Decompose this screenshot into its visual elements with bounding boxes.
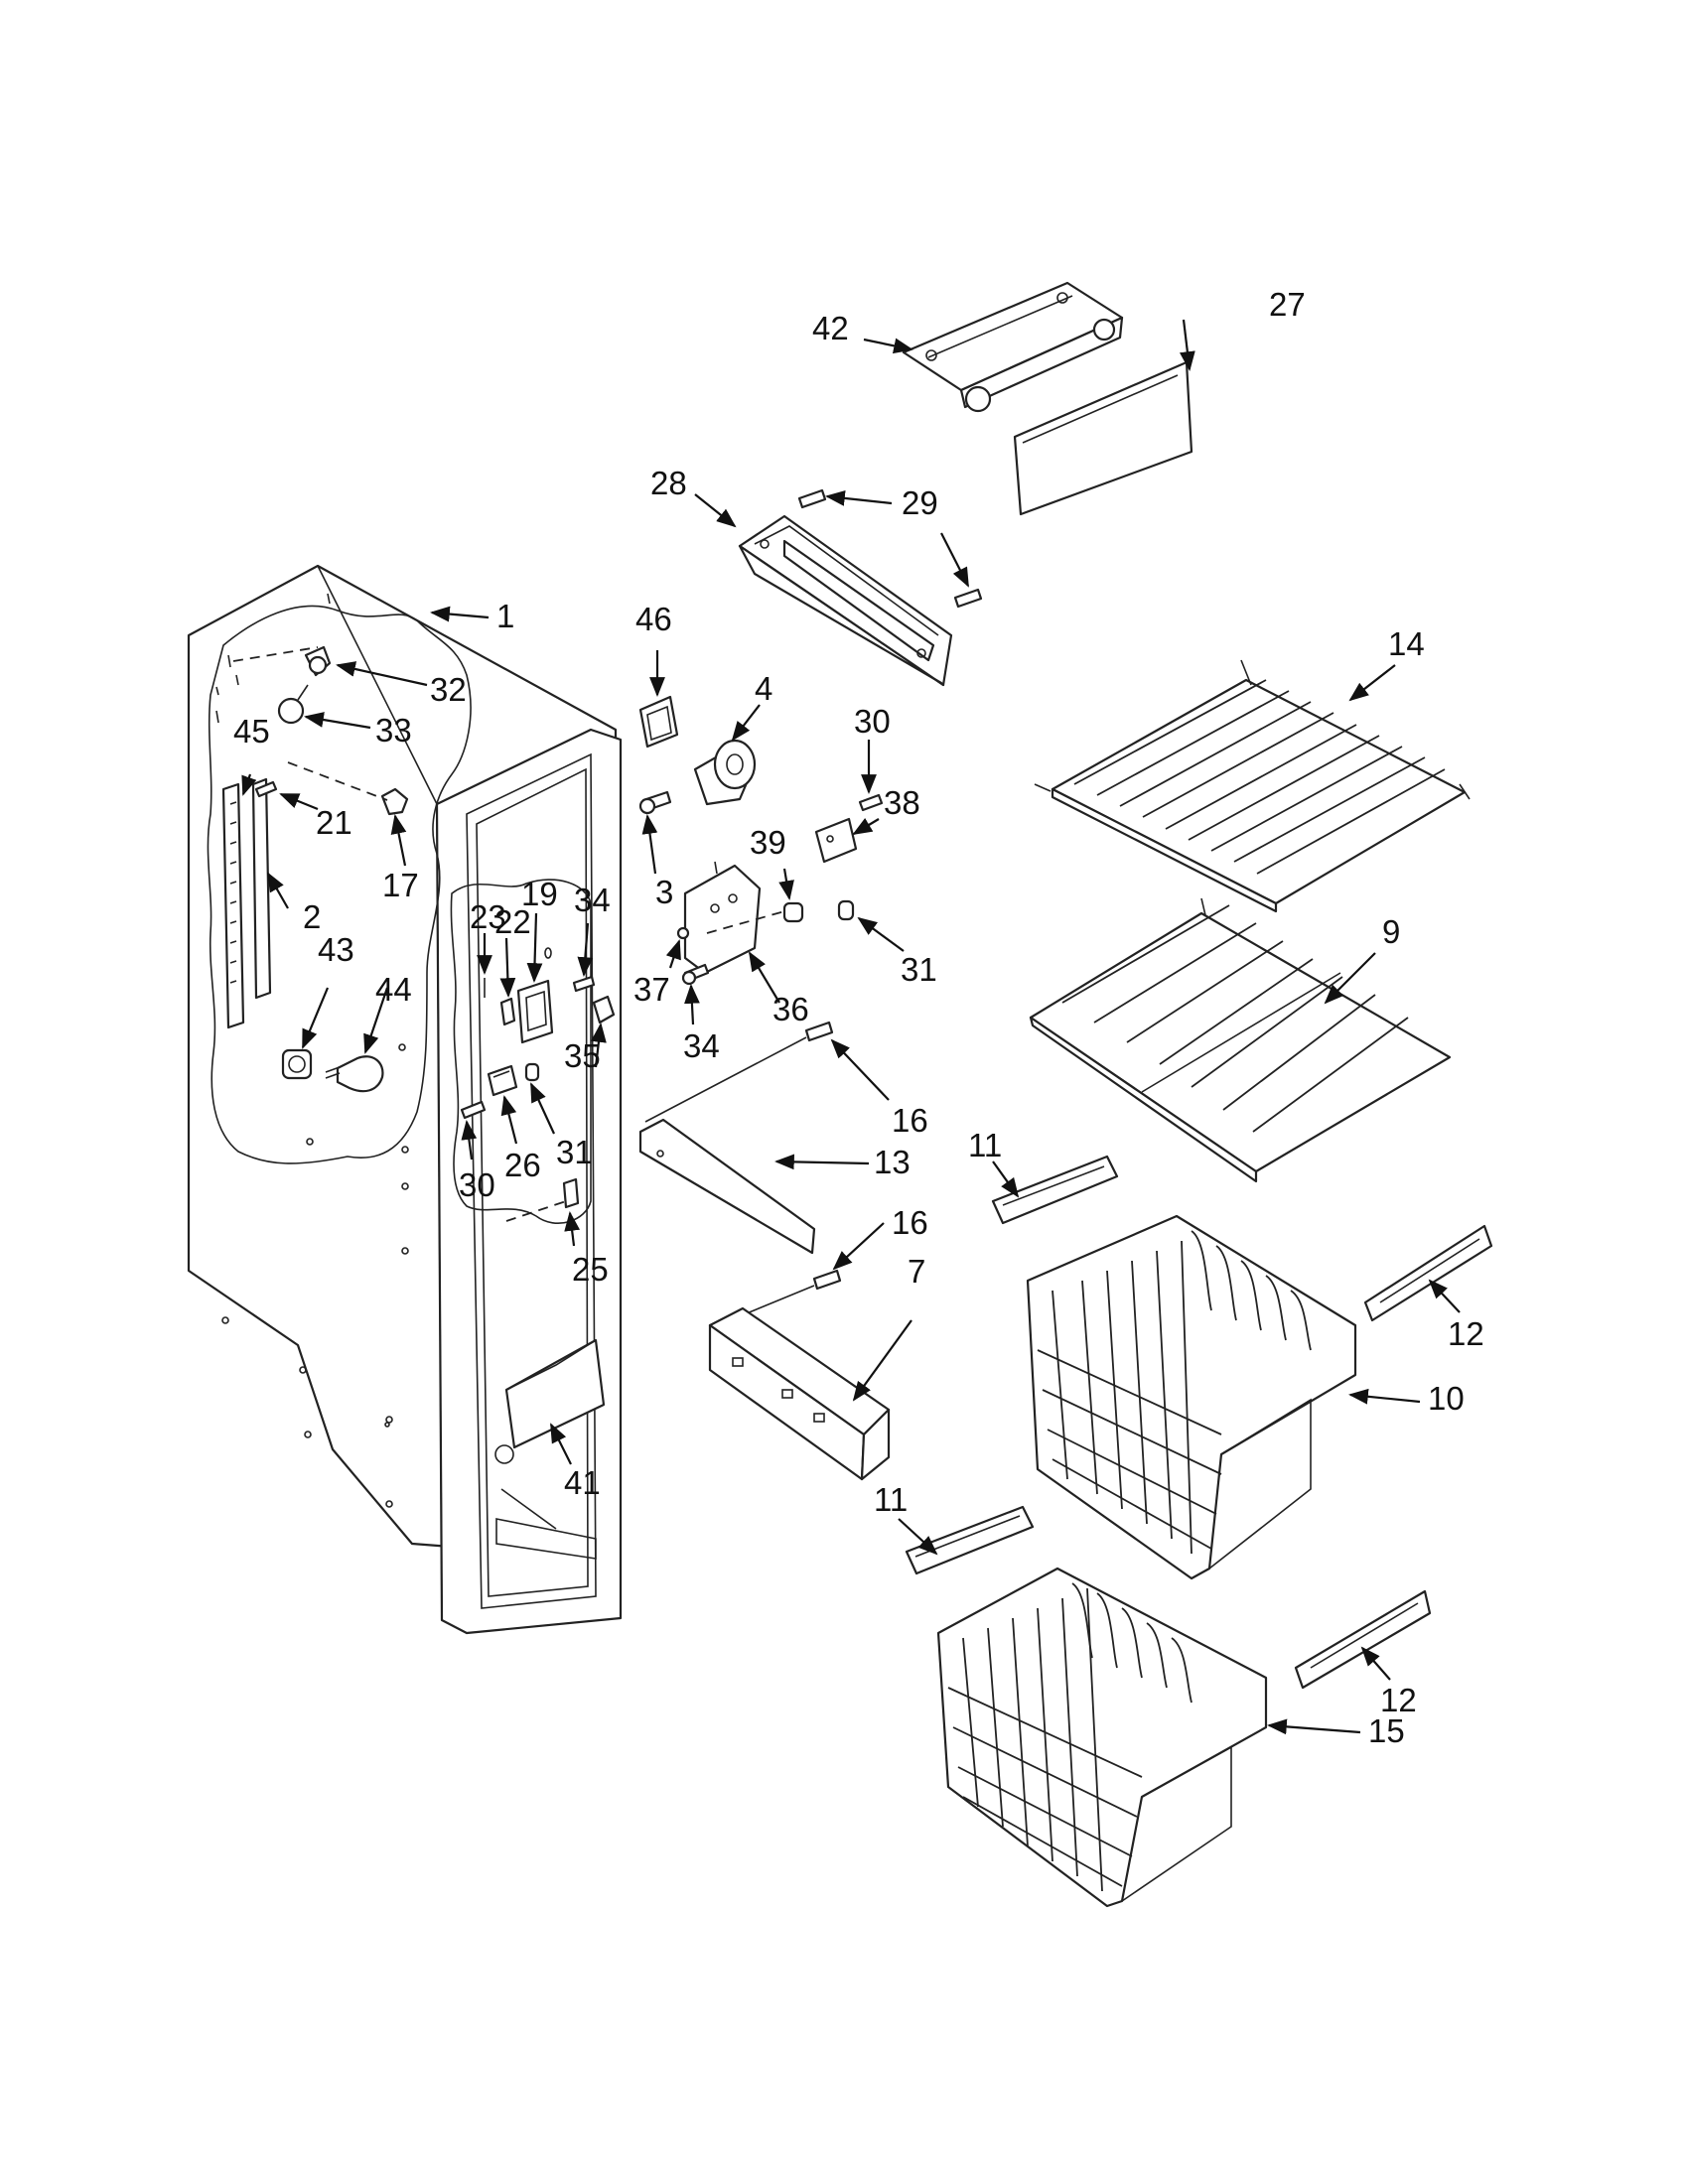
callout-19: 19 (521, 876, 558, 912)
callout-13: 13 (874, 1144, 911, 1180)
part-26 (487, 1064, 518, 1097)
callout-16b: 16 (892, 1204, 928, 1241)
callout-17: 17 (382, 867, 419, 903)
screw-part-34a (572, 975, 596, 993)
light-bulb-part-44 (325, 1055, 384, 1093)
callout-25: 25 (572, 1251, 609, 1288)
callout-46: 46 (635, 601, 672, 637)
bracket-part-13 (638, 1118, 816, 1255)
callout-35: 35 (564, 1037, 601, 1074)
callout-15: 15 (1368, 1712, 1405, 1749)
callout-labels: 1 2 3 4 7 9 10 11 11 12 12 13 14 15 16 1… (233, 286, 1484, 1749)
part-22 (499, 997, 516, 1026)
callout-14: 14 (1388, 625, 1425, 662)
callout-34a: 34 (574, 882, 611, 918)
part-38 (814, 817, 858, 864)
screw-part-29a (797, 488, 827, 509)
callout-9: 9 (1382, 913, 1400, 950)
callout-11a: 11 (968, 1127, 1002, 1163)
callout-10: 10 (1428, 1380, 1465, 1417)
part-46 (638, 695, 679, 749)
callout-37: 37 (633, 971, 670, 1008)
callout-33: 33 (375, 712, 412, 749)
callout-42: 42 (812, 310, 849, 346)
part-31a (524, 1062, 540, 1082)
screw-part-21 (254, 780, 278, 798)
shelf-part-9 (1029, 897, 1452, 1183)
bracket-part-7 (708, 1306, 891, 1481)
screw-part-3 (638, 790, 672, 815)
screw-part-34b (681, 963, 710, 986)
callout-45: 45 (233, 713, 270, 750)
callout-32: 32 (430, 671, 467, 708)
callout-31b: 31 (556, 1134, 593, 1170)
handle-part-12a (1363, 1224, 1493, 1322)
rail-part-11a (991, 1155, 1119, 1225)
callout-30b: 30 (459, 1166, 495, 1203)
callout-1: 1 (496, 598, 514, 634)
screw-part-30a (460, 1100, 487, 1120)
callout-43: 43 (318, 931, 354, 968)
callout-22: 22 (494, 903, 531, 940)
callout-38: 38 (884, 784, 920, 821)
callout-30a: 30 (854, 703, 891, 740)
part-37 (676, 926, 690, 940)
callout-11b: 11 (874, 1481, 908, 1518)
bracket-part-28 (738, 514, 953, 687)
part-31b (837, 899, 855, 921)
callout-21: 21 (316, 804, 352, 841)
screw-part-16b (812, 1269, 842, 1291)
callout-26: 26 (504, 1147, 541, 1183)
bracket-part-17 (380, 787, 409, 816)
wire-basket-part-15 (936, 1567, 1268, 1908)
callout-4: 4 (755, 670, 772, 707)
callout-2: 2 (303, 898, 321, 935)
bulb-part-33 (277, 684, 309, 725)
callout-31a: 31 (901, 951, 937, 988)
panel-part-27 (1013, 360, 1193, 516)
light-socket-part-32 (304, 645, 332, 677)
callout-12b: 12 (1380, 1682, 1417, 1718)
switch-housing-part-19 (516, 947, 554, 1044)
callout-39: 39 (750, 824, 786, 861)
callout-36: 36 (772, 991, 809, 1027)
light-socket-part-43 (281, 1048, 313, 1080)
part-25 (562, 1177, 580, 1209)
rail-part-11b (905, 1505, 1035, 1575)
hinge-part-42 (902, 281, 1124, 413)
part-35 (592, 995, 616, 1024)
plate-part-36 (683, 861, 762, 975)
callout-3: 3 (655, 874, 673, 910)
callout-27: 27 (1269, 286, 1306, 323)
shelf-rail-part-45 (221, 782, 245, 1029)
callout-41: 41 (564, 1464, 601, 1501)
callout-29: 29 (902, 484, 938, 521)
part-39 (782, 901, 804, 923)
shelf-rail-part-2 (251, 777, 272, 1000)
motor-part-4 (693, 739, 757, 806)
handle-part-12b (1294, 1589, 1432, 1690)
cover-part-41 (504, 1338, 606, 1449)
callout-44: 44 (375, 971, 412, 1008)
callout-16a: 16 (892, 1102, 928, 1139)
screw-part-29b (953, 588, 983, 609)
wire-basket-part-10 (1026, 1214, 1357, 1580)
callout-28: 28 (650, 465, 687, 501)
leader-lines (241, 319, 1461, 1735)
callout-34b: 34 (683, 1027, 720, 1064)
screw-part-16a (804, 1021, 834, 1042)
wire-shelf-part-14 (1034, 659, 1471, 913)
screw-part-30b (858, 793, 884, 812)
callout-23: 23 (470, 898, 506, 935)
callout-12a: 12 (1448, 1315, 1484, 1352)
callout-7: 7 (908, 1253, 925, 1290)
